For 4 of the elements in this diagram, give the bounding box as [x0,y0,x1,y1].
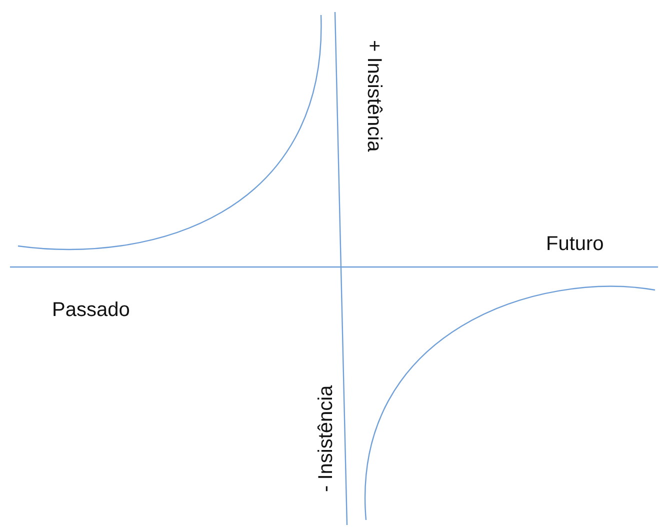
axis-label: - Insistência [314,385,338,492]
axis-label: Passado [52,298,130,322]
axis-label: + Insistência [362,40,386,152]
axis-label: Futuro [546,232,604,256]
